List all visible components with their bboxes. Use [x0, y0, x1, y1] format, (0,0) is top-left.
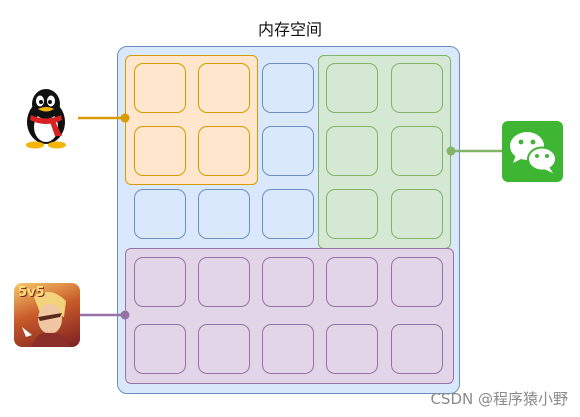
qq-connector-dot [120, 113, 130, 123]
memory-cell-qq [198, 63, 250, 113]
wechat-bubbles-icon [510, 132, 557, 173]
memory-cell-wechat [391, 126, 443, 176]
memory-cell-game [326, 257, 378, 307]
memory-cell-free [262, 126, 314, 176]
memory-cell-game [262, 324, 314, 374]
memory-cell-game [391, 257, 443, 307]
memory-cell-free [262, 63, 314, 113]
memory-cell-wechat [391, 189, 443, 239]
memory-cell-game [198, 324, 250, 374]
diagram-title: 内存空间 [257, 20, 322, 39]
memory-cell-free [134, 189, 186, 239]
memory-cell-free [198, 189, 250, 239]
memory-cell-wechat [391, 63, 443, 113]
memory-cell-game [134, 257, 186, 307]
memory-cell-game [326, 324, 378, 374]
memory-cell-qq [198, 126, 250, 176]
memory-cell-qq [134, 126, 186, 176]
game-connector-dot [120, 310, 130, 320]
watermark: CSDN @程序猿小野 [430, 390, 568, 408]
game-badge: 5v5 [18, 285, 45, 300]
memory-cell-game [134, 324, 186, 374]
game-hero-portrait-icon [22, 291, 70, 347]
memory-cell-wechat [326, 63, 378, 113]
memory-cell-qq [134, 63, 186, 113]
memory-cell-game [262, 257, 314, 307]
memory-cell-game [198, 257, 250, 307]
game-app-icon: 5v5 [14, 283, 80, 347]
memory-cell-wechat [326, 126, 378, 176]
memory-cell-game [391, 324, 443, 374]
qq-penguin-icon [26, 89, 66, 149]
memory-cell-wechat [326, 189, 378, 239]
memory-cell-free [262, 189, 314, 239]
wechat-connector-dot [446, 146, 456, 156]
wechat-icon [502, 121, 563, 182]
